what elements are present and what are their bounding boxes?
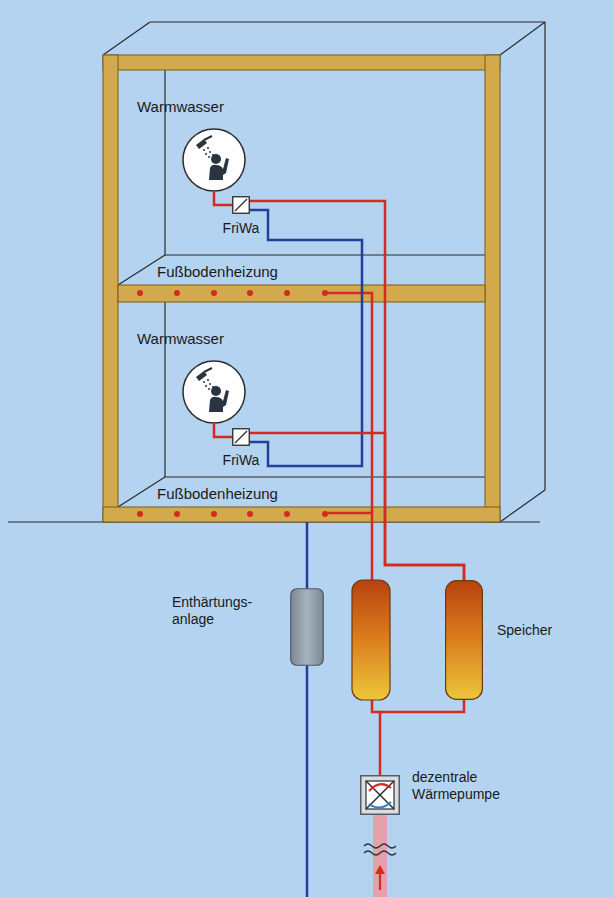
cold-water-pipes [250, 210, 362, 897]
fresh-water-station-shape [232, 196, 250, 214]
storage-tank: Speicher [445, 580, 483, 700]
building-frame [103, 55, 500, 522]
water-softener-shape [290, 588, 324, 666]
fresh-water-station: FriWa [232, 428, 250, 446]
node-label: Warmwasser [137, 98, 277, 115]
hot-water-pipe [380, 700, 464, 775]
node-label: Enthärtungs- anlage [172, 594, 272, 628]
fresh-water-station: FriWa [232, 196, 250, 214]
heating-dots [137, 290, 328, 517]
node-label: Warmwasser [137, 330, 277, 347]
node-label: Fußbodenheizung [157, 263, 357, 280]
heat-pump-shape [360, 775, 400, 815]
node-label: FriWa [211, 220, 271, 237]
hot-water-tap-shape [182, 360, 246, 424]
node-label: dezentrale Wärmepumpe [412, 769, 512, 803]
hot-water-tap: Warmwasser [182, 360, 246, 424]
hot-water-tap-shape [182, 128, 246, 192]
building-outline [8, 22, 545, 522]
floor-heating-band: Fußbodenheizung [118, 285, 485, 302]
hot-water-tap: Warmwasser [182, 128, 246, 192]
node-label: FriWa [211, 452, 271, 469]
floor-heating-band: Fußbodenheizung [118, 507, 485, 522]
hot-water-pipe [214, 424, 232, 437]
node-label: Fußbodenheizung [157, 485, 357, 502]
hot-water-pipe [214, 192, 232, 205]
fresh-water-station-shape [232, 428, 250, 446]
water-softener: Enthärtungs- anlage [290, 588, 324, 666]
heat-pump: dezentrale Wärmepumpe [360, 775, 400, 815]
node-label: Speicher [497, 622, 587, 639]
hot-water-pipe [250, 201, 464, 580]
storage-tank [352, 580, 390, 700]
hot-water-pipe [250, 433, 464, 580]
source-pipe [364, 815, 396, 897]
storage-tank-shape [445, 580, 483, 700]
